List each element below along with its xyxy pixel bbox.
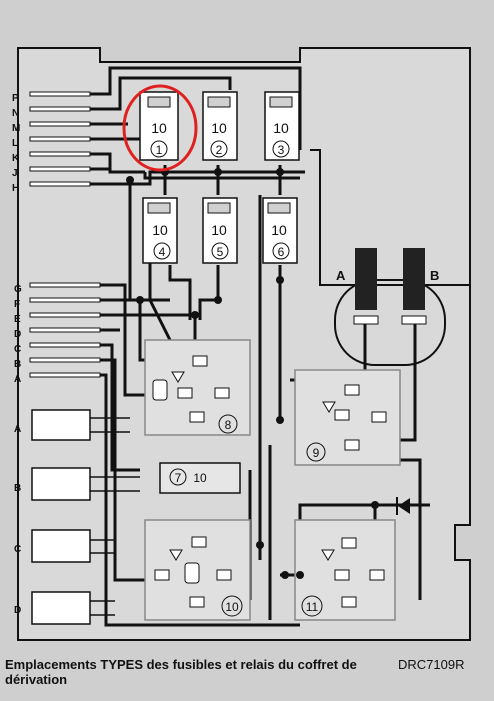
pin-label-K: K [12,153,20,164]
relay-11: 11 [294,519,396,621]
fuse-1-number: 1 [156,143,163,157]
pin-label-N: N [12,108,19,119]
pin-label-L: L [12,138,18,149]
fuse-3: 10 3 [264,91,300,161]
relay-8-number: 8 [225,418,232,432]
block-label-C: C [14,544,21,555]
fuse-5: 10 5 [202,197,238,264]
pin-label-F: F [14,299,20,310]
fuse-box-diagram: P N M L K J H G F E D C B A [12,47,471,641]
pin-label-P: P [12,93,19,104]
pin-label-E: E [14,314,21,325]
socket-label-A: A [336,268,346,283]
relay-11-number: 11 [306,600,319,614]
relay-9: 9 [294,369,401,466]
fuse-2-rating: 10 [211,120,227,136]
pin-label-J: J [12,168,18,179]
fuse-7-rating: 10 [193,471,207,485]
pin-label-B: B [14,359,21,370]
junction-dots [126,168,379,579]
fuse-4-number: 4 [159,245,166,259]
fuse-3-rating: 10 [273,120,289,136]
pin-label-G: G [14,284,22,295]
fuse-5-number: 5 [217,245,224,259]
fuse-7-number: 7 [175,471,182,485]
pin-label-M: M [12,123,20,134]
fuse-1: 10 1 [139,91,179,161]
socket-label-B: B [430,268,439,283]
highlight-circle [122,84,198,172]
block-label-D: D [14,605,21,616]
fuse-4-rating: 10 [152,222,168,238]
fuse-2: 10 2 [202,91,238,161]
block-label-B: B [14,483,21,494]
fuse-5-rating: 10 [211,222,227,238]
diode-icon [396,497,410,515]
fuse-3-number: 3 [278,143,285,157]
fuse-6-number: 6 [278,245,285,259]
fuse-6-rating: 10 [271,222,287,238]
pin-label-C: C [14,344,21,355]
relay-10-number: 10 [225,600,239,614]
diagram-code: DRC7109R [398,657,465,672]
caption: Emplacements TYPES des fusibles et relai… [5,657,357,687]
fuse-7: 7 10 [159,462,241,494]
fuse-2-number: 2 [216,143,223,157]
fuse-6: 10 6 [262,197,298,264]
fuse-1-rating: 10 [151,120,167,136]
sockets-ab: A B [334,248,446,366]
pin-label-D: D [14,329,21,340]
fuse-4: 10 4 [142,197,178,264]
relay-9-number: 9 [313,446,320,460]
pin-label-A: A [14,374,21,385]
pin-label-H: H [12,183,19,194]
relay-8: 8 [144,339,251,436]
block-label-A: A [14,424,21,435]
relay-10: 10 [144,519,251,621]
